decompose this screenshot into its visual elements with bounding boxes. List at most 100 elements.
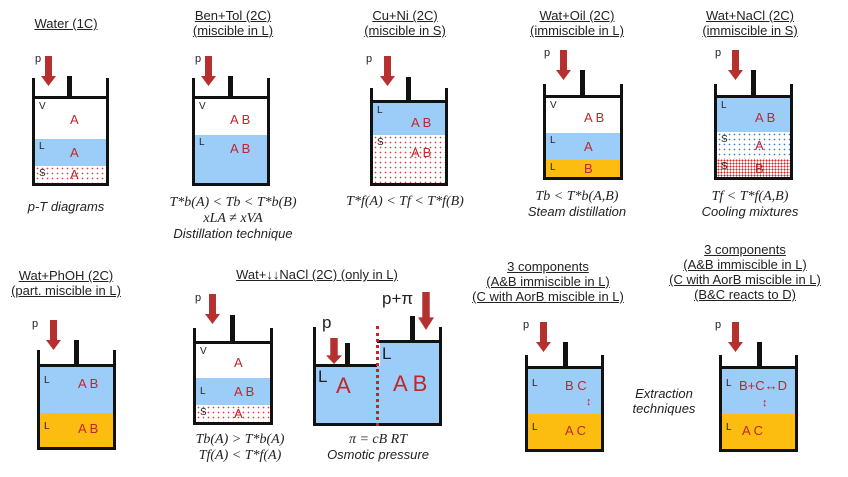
pressure-label-left: p (322, 313, 332, 332)
panel-title: Water (1C) (34, 16, 98, 31)
container-wall (445, 88, 448, 102)
piston-right (377, 340, 442, 343)
container-wall (267, 78, 270, 98)
piston-rod (67, 76, 72, 96)
pressure-label: p (715, 47, 722, 59)
container-wall (193, 328, 196, 344)
piston-rod (74, 340, 79, 365)
pressure-arrow-icon (205, 294, 220, 324)
container-wall (790, 84, 793, 98)
container-wall (795, 355, 798, 369)
piston (193, 341, 273, 344)
panel-title: 3 components(A&B immiscible in L)(C with… (472, 259, 624, 304)
container-wall (525, 355, 528, 369)
piston-rod (230, 315, 235, 342)
panel-title: 3 components(A&B immiscible in L)(C with… (669, 242, 821, 302)
container-wall (113, 350, 116, 366)
piston-rod (580, 70, 585, 96)
liquid-left (316, 366, 380, 423)
pressure-label: p (195, 53, 202, 65)
container-wall (370, 88, 373, 102)
piston (32, 96, 109, 99)
pressure-label: p (32, 318, 39, 330)
piston-rod (563, 342, 568, 368)
pressure-label: p (35, 53, 42, 65)
piston (370, 100, 448, 103)
container-wall (192, 78, 195, 98)
pressure-arrow-icon (46, 320, 61, 350)
species-label: A B (393, 371, 428, 396)
container-wall (32, 78, 35, 98)
exchange-arrow-icon: ↕ (762, 397, 768, 409)
piston (543, 95, 623, 98)
panel-title: Wat+Oil (2C)(immiscible in L) (530, 8, 624, 38)
piston (37, 364, 116, 367)
caption: Tb(A) > T*b(A)Tf(A) < T*f(A) (195, 432, 285, 463)
container-wall (719, 355, 722, 369)
pressure-arrow-icon (201, 56, 216, 86)
piston (192, 96, 270, 99)
pressure-label: p (523, 319, 530, 331)
phase-label: L (382, 344, 392, 363)
phase-label: L (318, 367, 328, 386)
panel-title: Wat+NaCl (2C)(immiscible in S) (702, 8, 798, 38)
pressure-arrow-icon (728, 322, 743, 352)
piston (719, 366, 798, 369)
panel-title: Wat+↓↓NaCl (2C) (only in L) (236, 267, 398, 282)
piston-rod (751, 70, 756, 96)
exchange-arrow-icon: ↕ (586, 396, 592, 408)
semipermeable-membrane (376, 326, 379, 426)
pressure-label-right: p+π (382, 289, 414, 308)
pressure-arrow-icon (418, 292, 434, 330)
piston (714, 95, 793, 98)
panel-title: Ben+Tol (2C)(miscible in L) (192, 8, 274, 38)
panel-title: Wat+PhOH (2C)(part. miscible in L) (11, 268, 121, 298)
liquid-right (380, 342, 439, 423)
caption: T*f(A) < Tf < T*f(B) (346, 194, 464, 209)
container-wall (620, 84, 623, 98)
piston-rod (228, 76, 233, 96)
pressure-label: p (366, 53, 373, 65)
container-wall (37, 350, 40, 366)
pressure-arrow-icon (41, 56, 56, 86)
piston-rod (345, 343, 350, 365)
caption: Tb < T*b(A,B)Steam distillation (527, 189, 627, 219)
piston-rod (406, 77, 411, 101)
species-label: A (336, 373, 351, 398)
pressure-arrow-icon (536, 322, 551, 352)
pressure-label: p (715, 319, 722, 331)
pressure-arrow-icon (728, 50, 743, 80)
pressure-arrow-icon (556, 50, 571, 80)
